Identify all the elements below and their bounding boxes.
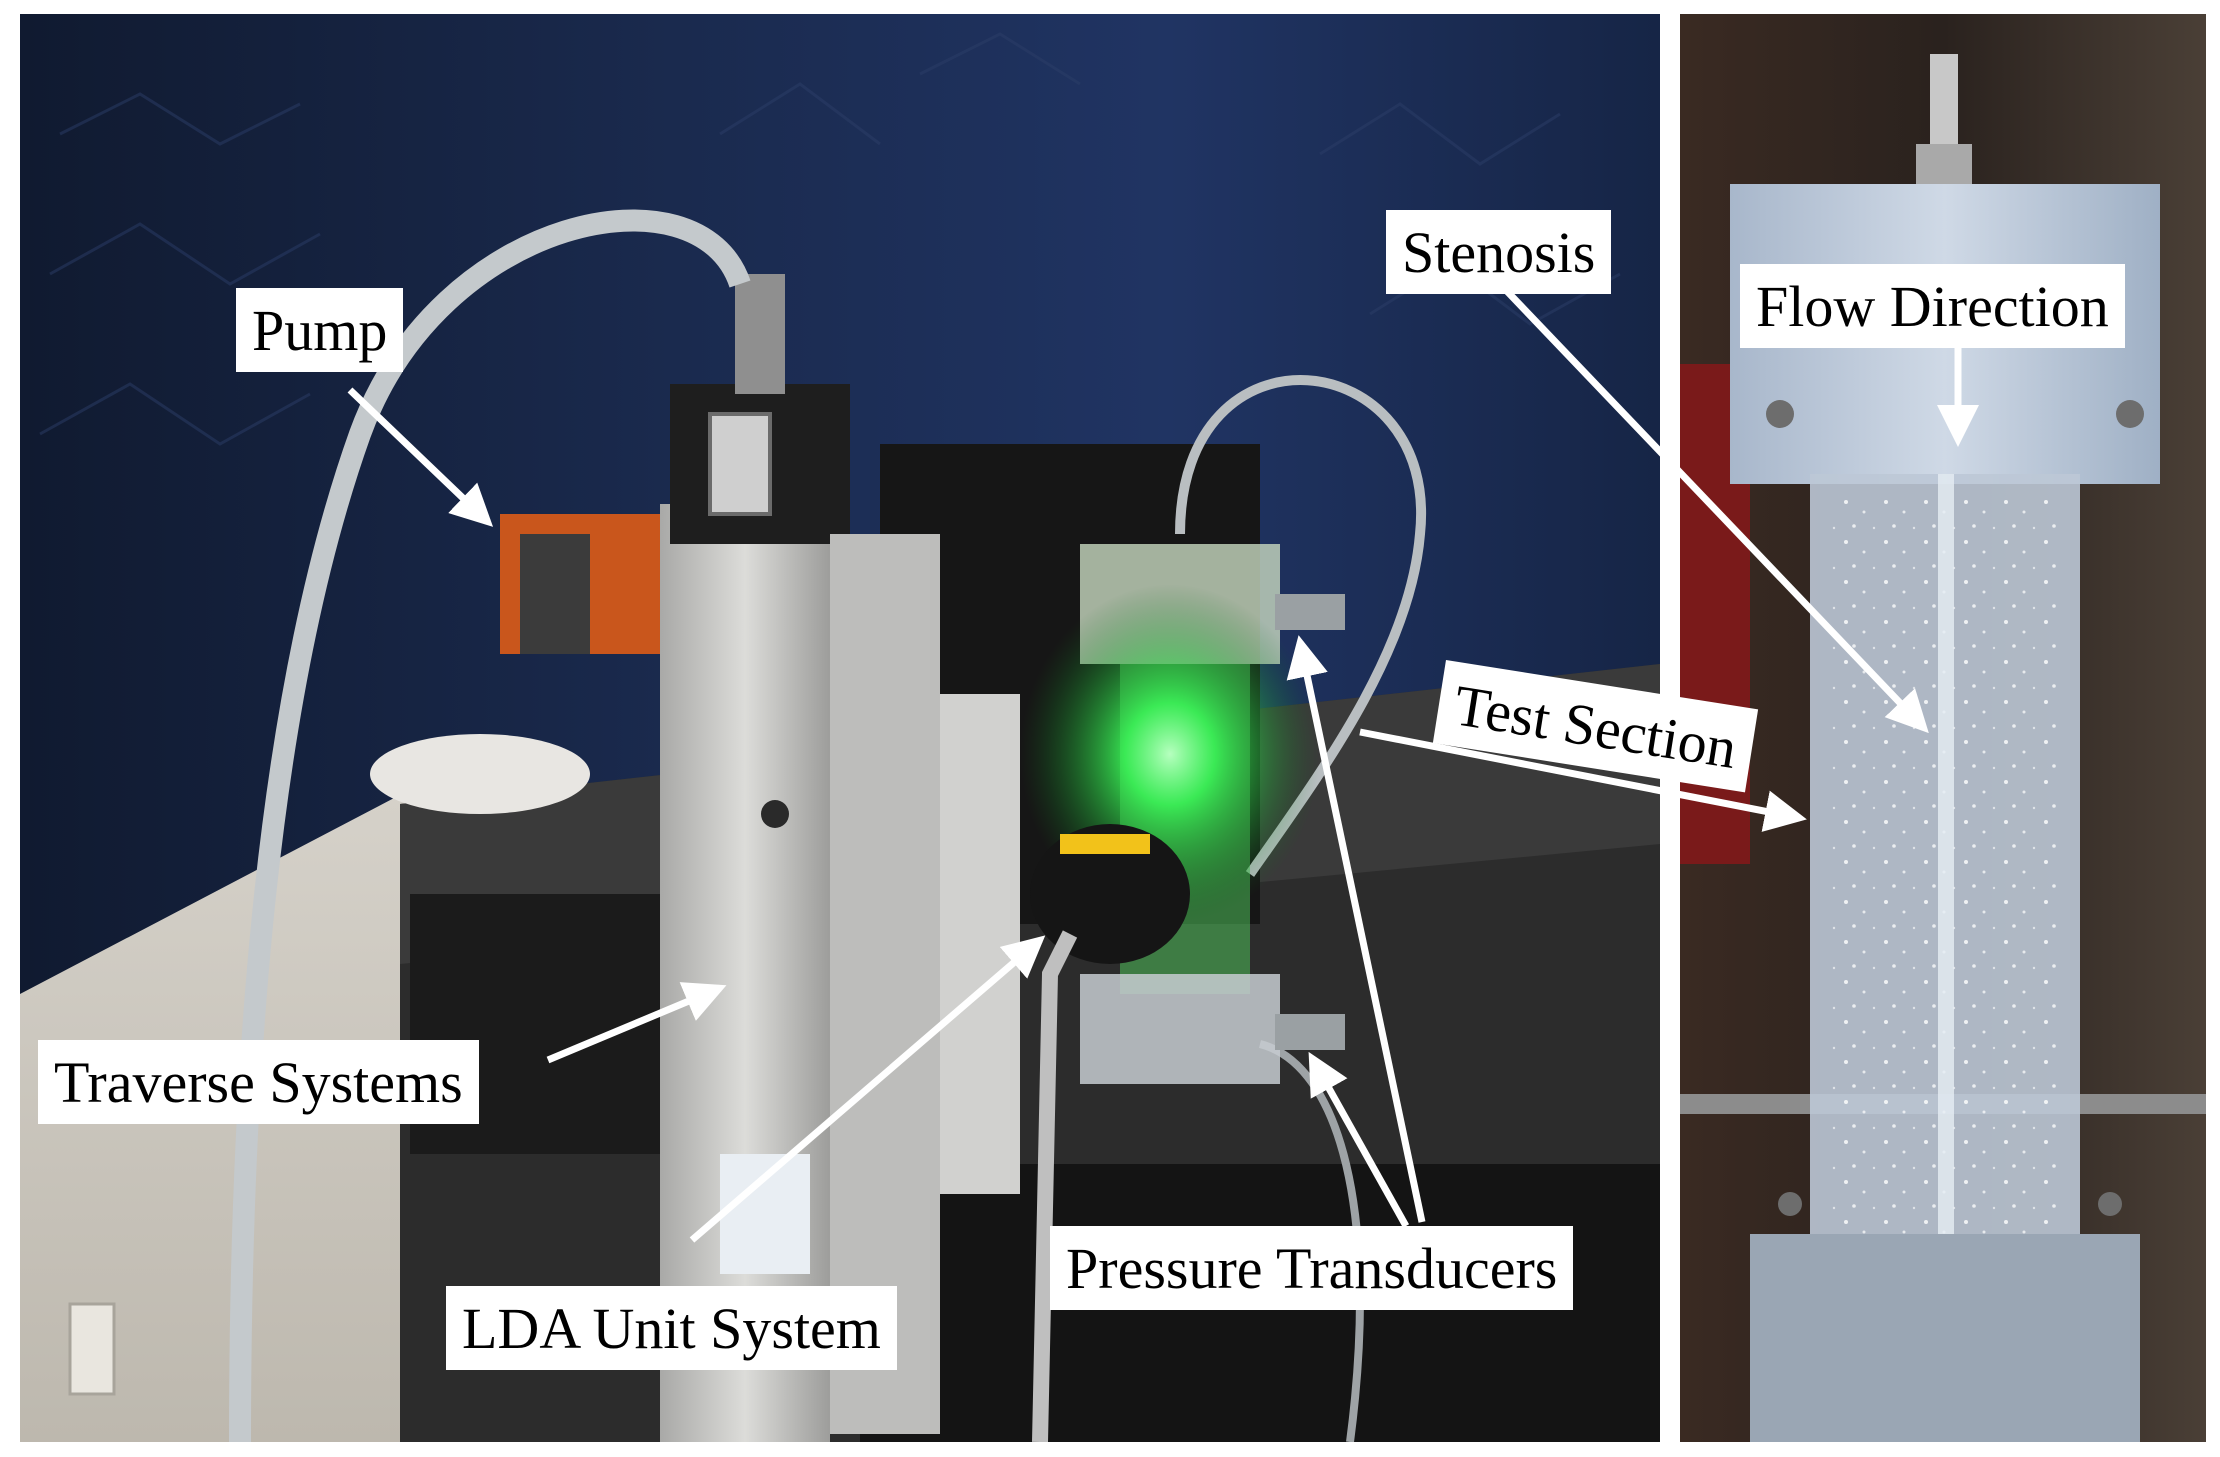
lda-unit-system-label: LDA Unit System (446, 1286, 897, 1370)
flow-direction-label: Flow Direction (1740, 264, 2125, 348)
test-section-photo (1680, 14, 2206, 1442)
pump-label: Pump (236, 288, 404, 372)
traverse-systems-label: Traverse Systems (38, 1040, 479, 1124)
pressure-transducers-label: Pressure Transducers (1050, 1226, 1574, 1310)
stenosis-label: Stenosis (1386, 210, 1612, 294)
